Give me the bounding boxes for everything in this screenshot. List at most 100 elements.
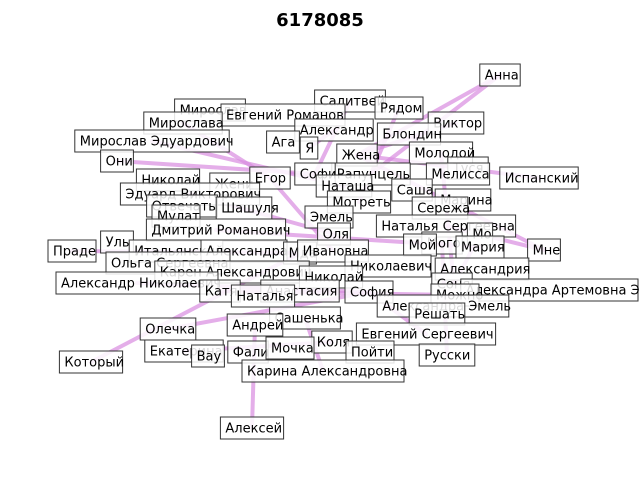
node-label: Олечка [145, 323, 195, 338]
node-miroslava: Мирослава [143, 111, 224, 135]
node-label: Мой [409, 239, 437, 254]
node-aleksey: Алексей [219, 416, 285, 440]
node-label: Оля [323, 228, 349, 243]
node-box [100, 149, 134, 173]
node-miroslav_eduardovich: Мирослав Эдуардович [74, 129, 234, 153]
node-box [266, 130, 300, 154]
node-label: Катя [205, 285, 238, 300]
node-box [219, 416, 285, 440]
node-shashulya: Шашуля [215, 196, 279, 220]
node-label: Александр [300, 124, 374, 139]
node-kolya: Коля [311, 330, 353, 354]
node-label: Виктор [433, 117, 482, 132]
node-olya: Оля [317, 222, 351, 246]
graph-title: 6178085 [276, 10, 364, 31]
node-box [418, 343, 476, 367]
node-label: Пойти [351, 346, 393, 361]
node-label: Мелисса [431, 168, 489, 183]
node-zhena: Жена [336, 143, 380, 167]
node-label: Андрей [232, 319, 283, 334]
node-aleksandr: Александр [294, 118, 374, 142]
node-aga: Ага [266, 130, 300, 154]
node-label: Сашенька [275, 312, 344, 327]
node-label: Наталья [236, 290, 293, 305]
node-reshat: Решать [408, 302, 466, 326]
node-box [58, 350, 124, 374]
node-oni: Они [100, 149, 134, 173]
node-russki: Русски [418, 343, 476, 367]
node-box [479, 63, 521, 87]
node-melissa: Мелисса [425, 162, 491, 186]
node-box [294, 118, 374, 142]
node-blondin: Блондин [376, 122, 442, 146]
node-poyti: Пойти [345, 340, 395, 364]
node-mne: Мне [527, 238, 561, 262]
node-box [226, 313, 284, 337]
node-label: Карина Александровна [247, 365, 407, 380]
node-evgeniy_sergeevich: Евгений Сергеевич [355, 322, 497, 346]
node-label: Евгений Сергеевич [361, 328, 493, 343]
node-label: Испанский [505, 172, 579, 187]
node-box [299, 136, 319, 160]
node-box [47, 239, 97, 263]
node-label: Сережа [417, 202, 470, 217]
node-box [425, 162, 491, 186]
node-box [241, 359, 405, 383]
node-box [265, 336, 315, 360]
node-aleksandr_nikolaevich: Александр Николаевич [55, 271, 221, 295]
node-label: Эмель [310, 211, 353, 226]
node-viktor: Виктор [427, 111, 485, 135]
node-label: Дмитрий Романович [151, 224, 290, 239]
node-label: Мочка [271, 342, 314, 357]
node-label: Коля [317, 336, 350, 351]
node-label: Мария [461, 241, 505, 256]
node-label: Русски [424, 349, 470, 364]
node-label: Мирослав Эдуардович [80, 135, 234, 150]
node-box [527, 238, 561, 262]
node-label: Алексей [225, 422, 282, 437]
node-dmitriy_romanovich: Дмитрий Романович [145, 218, 290, 242]
node-box [374, 96, 424, 120]
node-natalya: Наталья [230, 284, 296, 308]
node-label: Уль [106, 236, 130, 251]
node-label: Праде [53, 245, 96, 260]
node-pradedushka: Праде [47, 239, 97, 263]
node-ryadom: Рядом [374, 96, 424, 120]
node-ya: Я [299, 136, 319, 160]
node-label: Николаевич [350, 260, 432, 275]
node-label: Ага [272, 136, 296, 151]
node-seryozha: Сережа [411, 196, 470, 220]
node-andrey: Андрей [226, 313, 284, 337]
node-box [499, 166, 579, 190]
node-box [74, 129, 230, 153]
node-label: Блондин [382, 128, 442, 143]
node-olechka: Олечка [139, 317, 197, 341]
node-ulya: Уль [100, 230, 134, 254]
node-box [191, 344, 225, 368]
node-vau: Вау [191, 344, 225, 368]
node-sasha: Саша [391, 178, 434, 202]
node-label: Я [305, 142, 314, 157]
node-label: Мирослава [149, 117, 224, 132]
node-label: Александр Николаевич [61, 277, 221, 292]
node-label: Рядом [380, 102, 422, 117]
node-mochka: Мочка [265, 336, 315, 360]
node-label: Который [64, 356, 124, 371]
node-kotoryy: Который [58, 350, 124, 374]
node-box [230, 284, 296, 308]
node-moi: Мой [403, 233, 437, 257]
node-fali: Фали [227, 340, 269, 364]
node-label: Егор [255, 172, 286, 187]
node-mariya: Мария [455, 235, 505, 259]
node-anna: Анна [479, 63, 521, 87]
node-karina: Карина Александровна [241, 359, 407, 383]
node-label: Анна [485, 69, 519, 84]
node-label: Решать [414, 308, 465, 323]
node-label: Фали [233, 346, 269, 361]
node-label: Шашуля [221, 202, 279, 217]
node-nikolaevich: Николаевич [344, 254, 432, 278]
node-label: Саша [397, 184, 434, 199]
node-label: Мне [533, 244, 561, 259]
